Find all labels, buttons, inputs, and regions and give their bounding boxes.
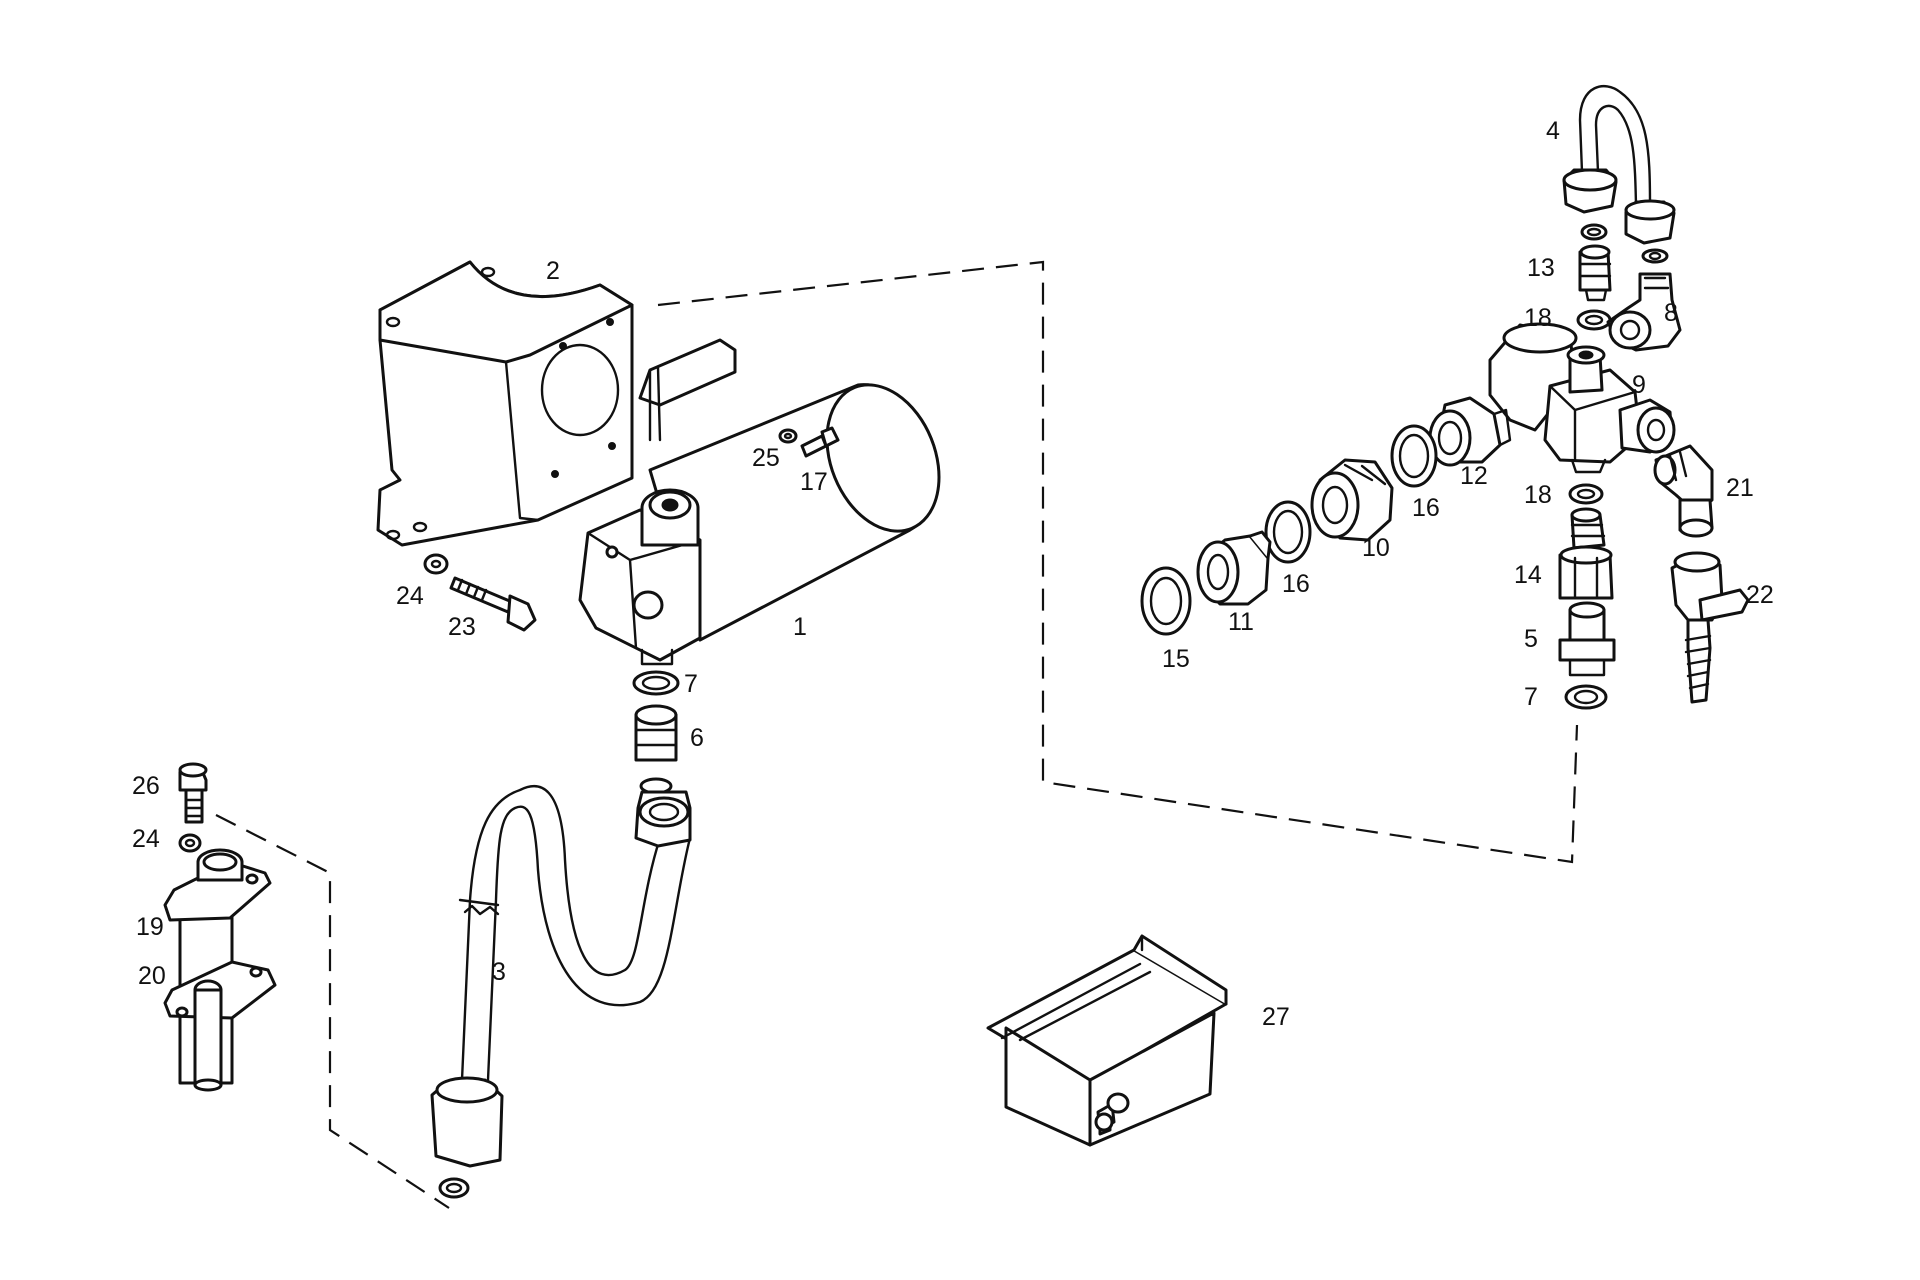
- washer-18-lower: [1568, 483, 1604, 505]
- elbow-21: [1653, 444, 1714, 538]
- callout-labels: 1 2 3 4 5 6 7 7 8 9 10 11 12 13 14 15 16…: [132, 117, 1774, 1031]
- callout-27: 27: [1262, 1003, 1290, 1031]
- bolt-17: [800, 426, 840, 458]
- fitting-5: [1558, 601, 1616, 677]
- callout-21: 21: [1726, 474, 1754, 502]
- callout-2: 2: [546, 257, 560, 285]
- callout-11: 11: [1228, 608, 1254, 636]
- callout-26: 26: [132, 772, 160, 800]
- u-pipe-4: [1562, 84, 1676, 245]
- callout-23: 23: [448, 613, 476, 641]
- callout-20: 20: [138, 962, 166, 990]
- callout-8: 8: [1664, 299, 1678, 327]
- callout-1: 1: [793, 613, 807, 641]
- callout-7: 7: [684, 670, 698, 698]
- callout-10: 10: [1362, 534, 1390, 562]
- callout-24: 24: [396, 582, 424, 610]
- mounting-bracket: [376, 260, 634, 547]
- tray-box-27: [986, 934, 1228, 1147]
- callout-19: 19: [136, 913, 164, 941]
- callout-3: 3: [492, 958, 506, 986]
- seal-ring-16-upper: [1390, 424, 1438, 488]
- fitting-12: [1428, 396, 1512, 467]
- callout-14: 14: [1514, 561, 1542, 589]
- callout-5: 5: [1524, 625, 1538, 653]
- callout-12: 12: [1460, 462, 1488, 490]
- dashed-leader-lines: [215, 260, 1579, 1209]
- callout-18-lower: 18: [1524, 481, 1552, 509]
- tee-body-9: [1488, 322, 1676, 474]
- callout-16-lower: 16: [1282, 570, 1310, 598]
- callout-25: 25: [752, 444, 780, 472]
- callout-15: 15: [1162, 645, 1190, 673]
- fitting-14: [1558, 507, 1614, 600]
- fitting-6: [634, 704, 678, 795]
- callout-17: 17: [800, 468, 828, 496]
- fitting-11: [1196, 530, 1272, 606]
- pump-motor-assembly: [578, 338, 941, 666]
- callout-22: 22: [1746, 581, 1774, 609]
- callout-13: 13: [1527, 254, 1555, 282]
- washer-25: [778, 428, 798, 444]
- callout-9: 9: [1632, 371, 1646, 399]
- seal-ring-7-left: [632, 670, 680, 696]
- callout-24-lower: 24: [132, 825, 160, 853]
- bolt-26: [178, 762, 208, 824]
- seal-ring-15: [1140, 566, 1192, 636]
- callout-7-right: 7: [1524, 683, 1538, 711]
- washer-18-upper: [1576, 309, 1612, 331]
- bolt-23: [449, 576, 537, 632]
- washer-24-lower: [178, 833, 202, 853]
- callout-16: 16: [1412, 494, 1440, 522]
- seal-ring-16-lower: [1264, 500, 1312, 564]
- valve-22: [1670, 551, 1750, 704]
- elbow-8: [1606, 248, 1682, 352]
- union-nut-10: [1310, 458, 1394, 542]
- seal-ring-7-right: [1564, 684, 1608, 710]
- washer-24: [423, 553, 449, 575]
- callout-6: 6: [690, 724, 704, 752]
- hose-3: [430, 785, 692, 1199]
- suction-pipe-19-20: [163, 848, 277, 1092]
- callout-18: 18: [1524, 304, 1552, 332]
- fitting-13: [1578, 223, 1612, 302]
- callout-4: 4: [1546, 117, 1560, 145]
